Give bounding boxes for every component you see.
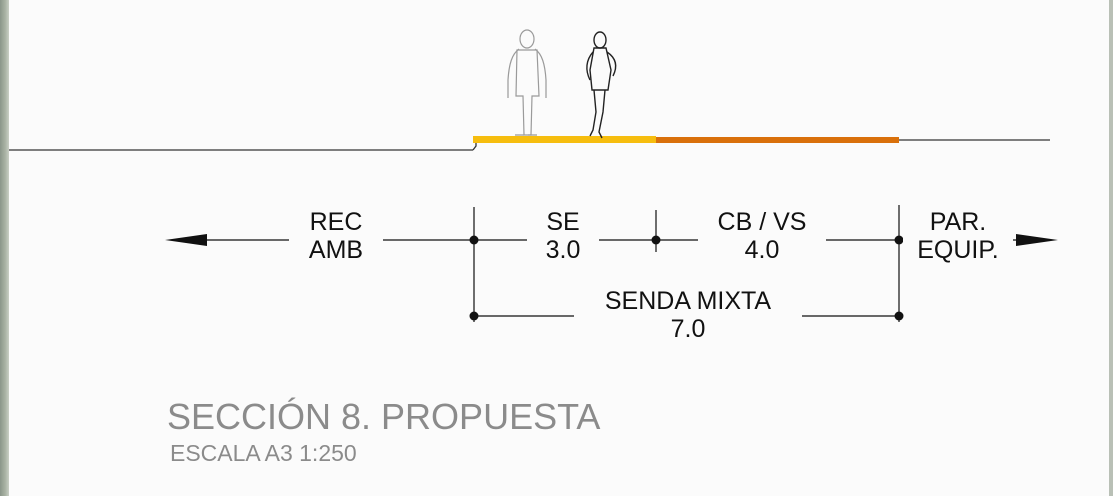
sidewalk-strip xyxy=(473,136,656,143)
arrow-left-icon xyxy=(165,234,207,246)
right-image-edge xyxy=(1109,0,1113,496)
total-width: 7.0 xyxy=(670,315,706,343)
arrow-right-icon xyxy=(1016,234,1058,246)
total-label: SENDA MIXTA xyxy=(604,287,772,315)
zone-label-par-equip: PAR. EQUIP. xyxy=(903,208,1013,264)
zone-code-line2: EQUIP. xyxy=(917,236,999,264)
runner-icon xyxy=(586,31,617,139)
dimension-node xyxy=(894,235,904,245)
dimension-node xyxy=(651,235,661,245)
zone-label-se: SE 3.0 xyxy=(527,208,599,264)
zone-width: 3.0 xyxy=(545,236,581,264)
zone-label-rec-amb: REC AMB xyxy=(289,208,383,264)
left-image-edge xyxy=(0,0,9,496)
section-title: SECCIÓN 8. PROPUESTA xyxy=(167,396,601,437)
zone-label-cb-vs: CB / VS 4.0 xyxy=(698,208,826,264)
dimension-node xyxy=(469,311,479,321)
pedestrian-outline-icon xyxy=(507,29,547,136)
dimension-node xyxy=(894,311,904,321)
zone-code: SE xyxy=(546,208,580,236)
dimension-node xyxy=(469,235,479,245)
scale-label: ESCALA A3 1:250 xyxy=(170,440,357,466)
zone-code: REC xyxy=(309,208,363,236)
total-label-senda-mixta: SENDA MIXTA 7.0 xyxy=(574,287,802,343)
curb xyxy=(472,142,477,151)
zone-code: CB / VS xyxy=(717,208,807,236)
bike-lane-strip xyxy=(656,137,899,143)
zone-width: 4.0 xyxy=(744,236,780,264)
zone-code: PAR. xyxy=(929,208,987,236)
zone-code-line2: AMB xyxy=(308,236,364,264)
